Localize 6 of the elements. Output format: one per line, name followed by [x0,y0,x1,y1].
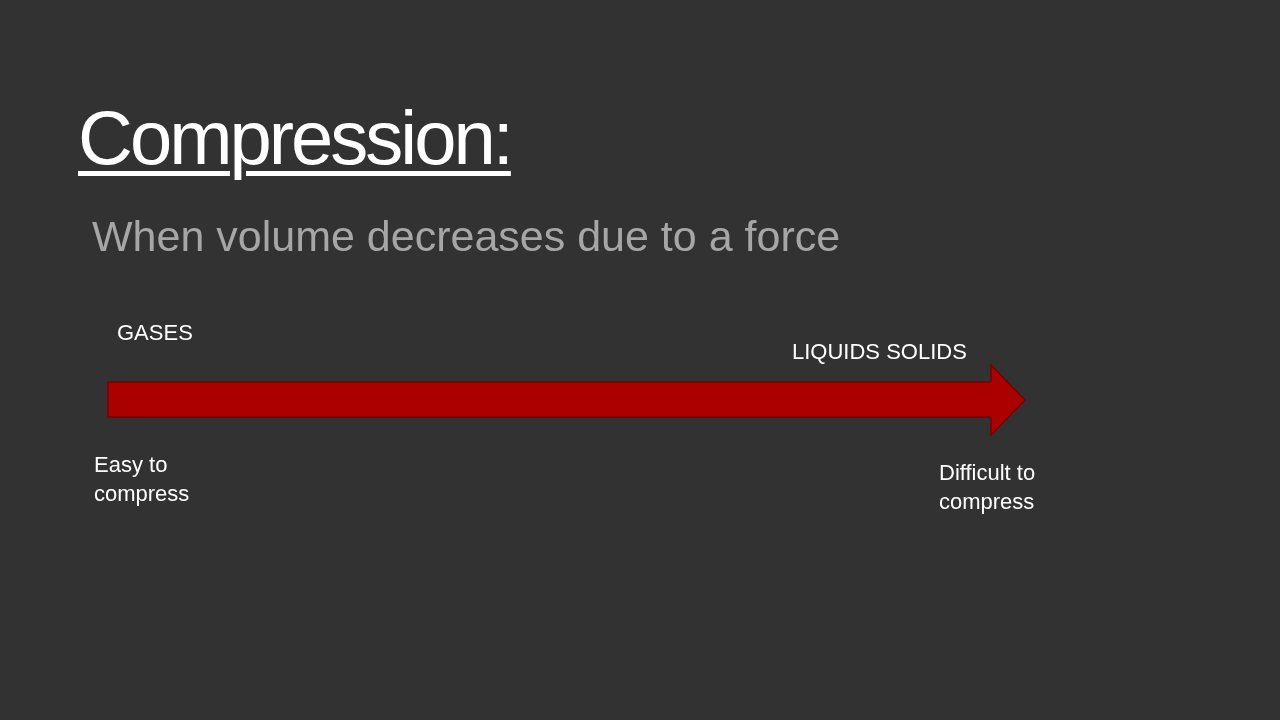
subtitle: When volume decreases due to a force [92,211,841,262]
category-label: LIQUIDS SOLIDS [792,338,967,366]
category-label: GASES [117,319,193,347]
scale-end-label: Easy to compress [94,451,191,508]
slide-title: Compression: [78,94,511,182]
scale-end-label: Difficult to compress [939,459,1037,516]
